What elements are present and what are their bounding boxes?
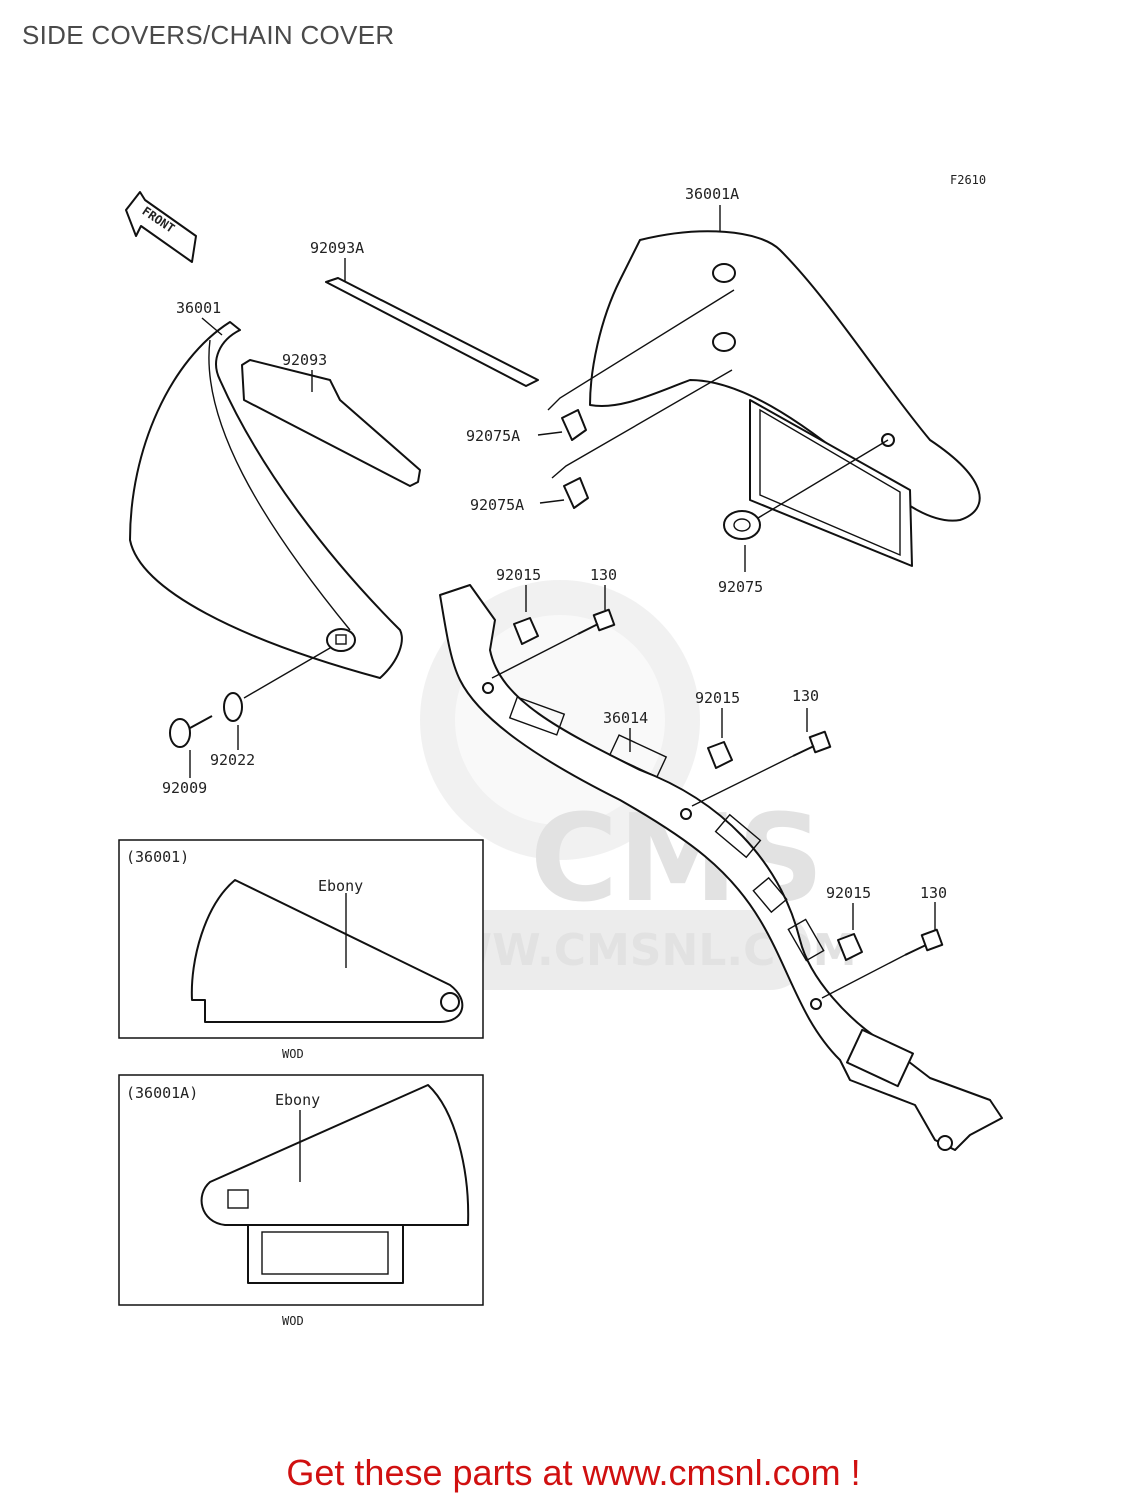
inset-36001A-box	[118, 1074, 484, 1306]
label-36001A: 36001A	[685, 185, 739, 203]
part-92015-nut-1	[513, 585, 539, 645]
label-130-1: 130	[590, 566, 617, 584]
part-92093-strip	[241, 359, 421, 487]
part-130-bolt-3	[810, 902, 944, 1010]
part-36001-side-cover	[129, 317, 403, 679]
label-130-3: 130	[920, 884, 947, 902]
part-36001A-chain-cover	[589, 205, 981, 567]
label-92009: 92009	[162, 779, 207, 797]
label-92015-2: 92015	[695, 689, 740, 707]
label-92075A-lower: 92075A	[470, 496, 524, 514]
part-92009-screw	[169, 715, 213, 778]
label-130-2: 130	[792, 687, 819, 705]
label-92075A-upper: 92075A	[466, 427, 520, 445]
inset-36001-code: WOD	[282, 1047, 304, 1061]
inset-36001-box	[118, 839, 484, 1039]
label-92015-1: 92015	[496, 566, 541, 584]
part-36014-bracket	[439, 584, 1003, 1151]
part-92075A-clip-upper	[537, 289, 735, 441]
label-36001: 36001	[176, 299, 221, 317]
label-92093A: 92093A	[310, 239, 364, 257]
part-130-bolt-2	[680, 708, 832, 820]
label-92093: 92093	[282, 351, 327, 369]
inset-36001A-code: WOD	[282, 1314, 304, 1328]
inset-36001-color: Ebony	[318, 877, 363, 895]
label-92022: 92022	[210, 751, 255, 769]
footer-link-text[interactable]: Get these parts at www.cmsnl.com !	[286, 1452, 861, 1493]
part-92015-nut-2	[707, 708, 733, 769]
figure-code: F2610	[950, 173, 986, 187]
label-92075: 92075	[718, 578, 763, 596]
part-92022-washer	[223, 647, 331, 750]
inset-36001A-color: Ebony	[275, 1091, 320, 1109]
inset-36001A-ref: (36001A)	[126, 1084, 198, 1102]
front-arrow-icon: FRONT	[125, 191, 197, 263]
part-92075A-clip-lower	[539, 369, 733, 509]
label-92015-3: 92015	[826, 884, 871, 902]
inset-36001-ref: (36001)	[126, 848, 189, 866]
part-92093A-strip	[325, 258, 539, 387]
part-92015-nut-3	[837, 903, 863, 961]
page-title: SIDE COVERS/CHAIN COVER	[22, 20, 395, 50]
part-92075-grommet	[723, 439, 889, 572]
part-130-bolt-1	[482, 585, 616, 694]
label-36014: 36014	[603, 709, 648, 727]
